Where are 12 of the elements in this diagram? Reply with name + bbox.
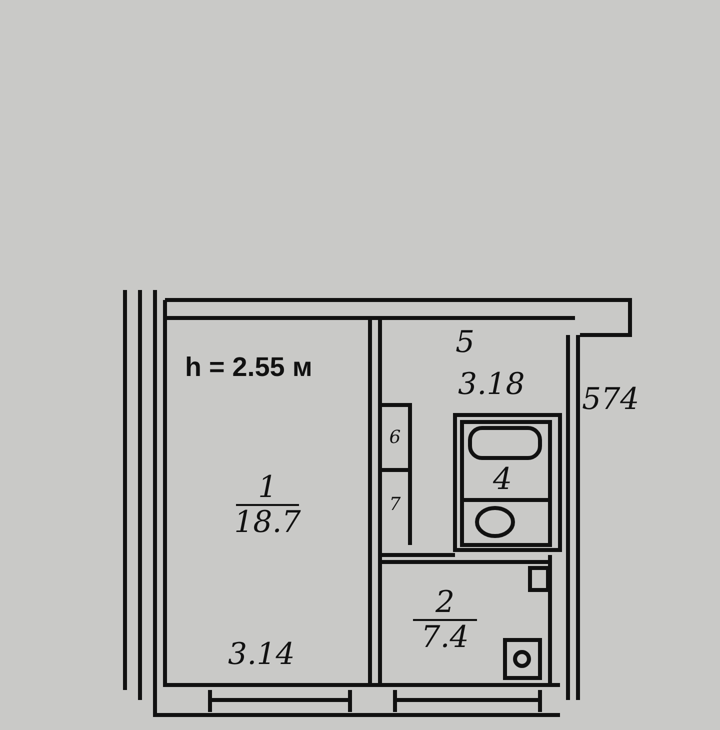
area-value: 7.4 [421, 621, 469, 654]
area-value: 18.7 [234, 506, 301, 539]
room-number: 6 [389, 428, 401, 448]
dimension-label: 3.14 [228, 638, 295, 671]
room-number: 7 [389, 495, 401, 515]
room-number: 1 [236, 471, 300, 506]
dimension-label: 574 [582, 383, 640, 416]
room-number: 2 [413, 586, 477, 621]
dimension-label: 3.18 [458, 368, 525, 401]
room-number: 4 [492, 462, 512, 496]
height-label: h = 2.55 м [185, 352, 312, 383]
room-number: 5 [455, 326, 475, 358]
